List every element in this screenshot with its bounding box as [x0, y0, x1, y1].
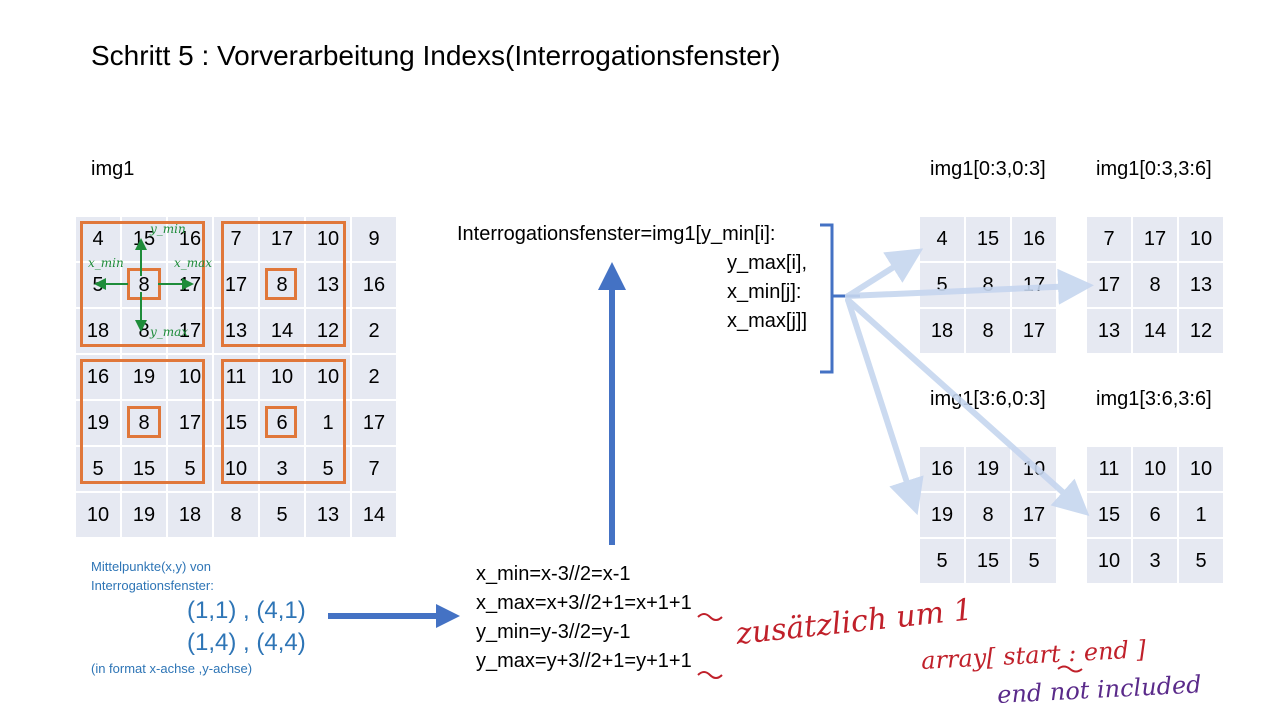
window-cell: 19	[966, 447, 1010, 491]
window-cell: 8	[966, 493, 1010, 537]
equation-y-max: y_max=y+3//2+1=y+1+1	[476, 650, 692, 672]
handwriting-x-min: x_min	[88, 256, 124, 270]
window-label-0: img1[0:3,0:3]	[930, 158, 1046, 180]
grid-cell: 10	[306, 355, 350, 399]
window-cell: 17	[1012, 493, 1056, 537]
window-cell: 10	[1133, 447, 1177, 491]
window-cell: 1	[1179, 493, 1223, 537]
formula-line-2: y_max[i],	[727, 252, 808, 274]
window-label-2: img1[3:6,0:3]	[930, 388, 1046, 410]
grid-cell: 18	[168, 493, 212, 537]
window-cell: 8	[966, 309, 1010, 353]
grid-cell: 9	[352, 217, 396, 261]
window-cell: 10	[1087, 539, 1131, 583]
center-box-4-1	[265, 268, 297, 300]
window-cell: 17	[1133, 217, 1177, 261]
window-cell: 15	[966, 539, 1010, 583]
handwriting-y-max: y_max	[150, 325, 189, 339]
formula-line-1: Interrogationsfenster=img1[y_min[i]:	[457, 223, 776, 245]
grid-cell: 19	[76, 401, 120, 445]
window-cell: 5	[1179, 539, 1223, 583]
grid-cell: 14	[352, 493, 396, 537]
center-box-1-4	[127, 406, 161, 438]
img1-label: img1	[91, 158, 135, 180]
window-label-3: img1[3:6,3:6]	[1096, 388, 1212, 410]
window-cell: 17	[1087, 263, 1131, 307]
red-squiggles	[697, 613, 1083, 679]
up-arrow	[598, 262, 626, 545]
grid-cell: 2	[352, 309, 396, 353]
grid-cell: 1	[306, 401, 350, 445]
grid-cell: 19	[122, 493, 166, 537]
window-cell: 17	[1012, 309, 1056, 353]
grid-cell: 5	[260, 493, 304, 537]
window-cell: 6	[1133, 493, 1177, 537]
handwriting-y-min: y_min	[150, 222, 186, 236]
window-cell: 15	[966, 217, 1010, 261]
grid-cell: 16	[352, 263, 396, 307]
window-cell: 16	[920, 447, 964, 491]
centers-heading-1: Mittelpunkte(x,y) von	[91, 559, 211, 574]
window-cell: 5	[920, 263, 964, 307]
window-cell: 8	[966, 263, 1010, 307]
grid-cell: 17	[352, 401, 396, 445]
window-cell: 16	[1012, 217, 1056, 261]
window-cell: 12	[1179, 309, 1223, 353]
grid-cell: 17	[260, 217, 304, 261]
grid-cell: 13	[306, 263, 350, 307]
window-cell: 14	[1133, 309, 1177, 353]
grid-cell: 10	[306, 217, 350, 261]
green-arrows	[94, 238, 194, 332]
window-box-bottom-left	[80, 359, 205, 484]
formula-line-4: x_max[j]]	[727, 310, 808, 332]
window-cell: 7	[1087, 217, 1131, 261]
centers-heading-2: Interrogationsfenster:	[91, 578, 214, 593]
center-box-4-4	[265, 406, 297, 438]
window-box-bottom-right	[221, 359, 346, 484]
window-cell: 15	[1087, 493, 1131, 537]
grid-cell: 4	[76, 217, 120, 261]
centers-row-1: (1,1) , (4,1)	[187, 597, 306, 624]
window-cell: 5	[920, 539, 964, 583]
window-cell: 3	[1133, 539, 1177, 583]
window-box-top-right	[221, 221, 346, 347]
right-arrow	[328, 604, 460, 628]
fan-arrows	[845, 248, 1094, 517]
handwriting-x-max: x_max	[174, 256, 213, 270]
window-label-1: img1[0:3,3:6]	[1096, 158, 1212, 180]
equation-x-max: x_max=x+3//2+1=x+1+1	[476, 592, 692, 614]
window-cell: 10	[1179, 217, 1223, 261]
window-cell: 8	[1133, 263, 1177, 307]
formula-line-3: x_min[j]:	[727, 281, 802, 303]
window-cell: 18	[920, 309, 964, 353]
window-cell: 13	[1179, 263, 1223, 307]
window-cell: 10	[1179, 447, 1223, 491]
grid-cell: 2	[352, 355, 396, 399]
grid-cell: 19	[122, 355, 166, 399]
equation-x-min: x_min=x-3//2=x-1	[476, 563, 631, 585]
grid-cell: 16	[76, 355, 120, 399]
page-title: Schritt 5 : Vorverarbeitung Indexs(Inter…	[91, 40, 781, 71]
grid-cell: 10	[260, 355, 304, 399]
grid-cell: 10	[76, 493, 120, 537]
window-box-top-left	[80, 221, 205, 347]
grid-cell: 13	[306, 493, 350, 537]
window-cell: 11	[1087, 447, 1131, 491]
window-cell: 19	[920, 493, 964, 537]
centers-row-2: (1,4) , (4,4)	[187, 629, 306, 656]
grid-cell: 8	[214, 493, 258, 537]
window-cell: 4	[920, 217, 964, 261]
window-cell: 5	[1012, 539, 1056, 583]
grid-cell: 7	[352, 447, 396, 491]
equation-y-min: y_min=y-3//2=y-1	[476, 621, 631, 643]
window-cell: 13	[1087, 309, 1131, 353]
centers-note: (in format x-achse ,y-achse)	[91, 661, 253, 676]
